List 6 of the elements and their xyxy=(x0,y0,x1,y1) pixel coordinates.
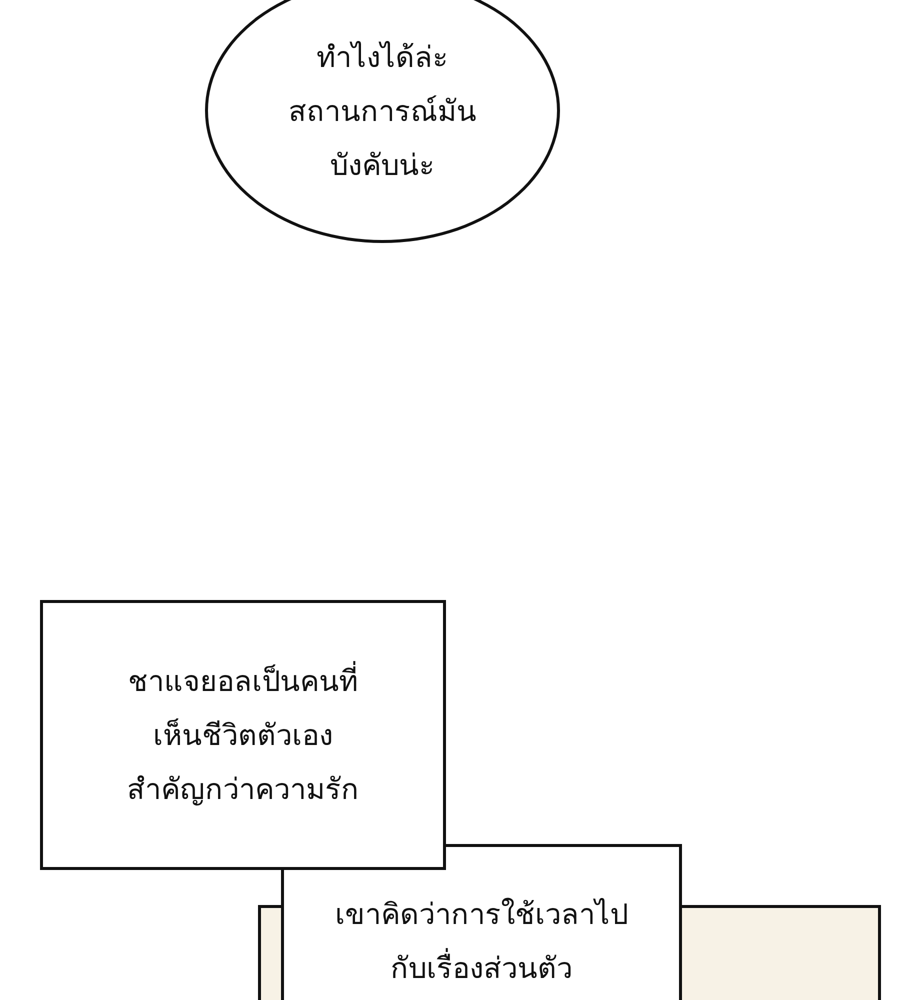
panel-frame xyxy=(682,905,881,1000)
caption-box xyxy=(281,844,682,1000)
speech-text: ทำไงได้ล่ะสถานการณ์มันบังคับน่ะ xyxy=(288,38,478,184)
caption-text: ชาแจยอลเป็นคนที่เห็นชีวิตตัวเองสำคัญกว่าความรัก xyxy=(118,654,368,816)
caption-box xyxy=(40,600,446,870)
caption-text: เขาคิดว่าการใช้เวลาไปกับเรื่องส่วนตัว xyxy=(334,896,629,987)
